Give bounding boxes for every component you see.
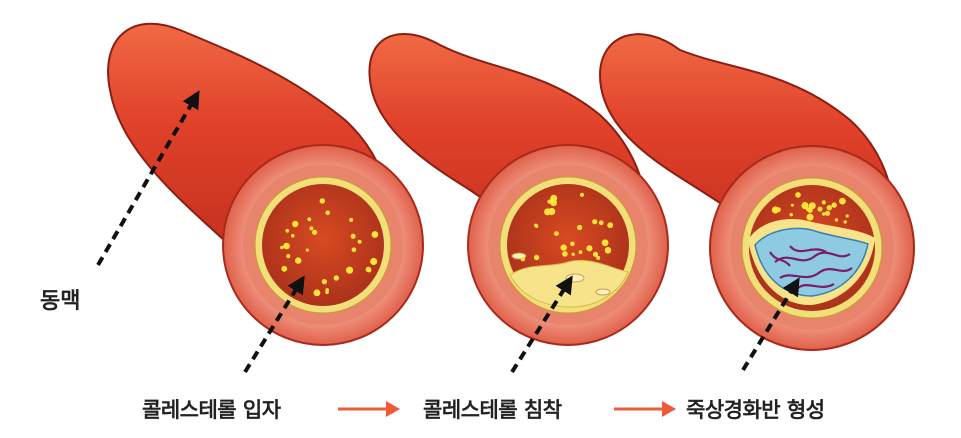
cholesterol-particle [789, 213, 793, 217]
cholesterol-particle [839, 197, 846, 205]
cholesterol-particle [307, 217, 312, 222]
artery-1 [107, 22, 424, 346]
cholesterol-particle [607, 222, 614, 229]
cholesterol-particle [578, 250, 583, 255]
cholesterol-particle [554, 231, 559, 237]
cholesterol-particle [325, 210, 331, 215]
cholesterol-particle [822, 212, 826, 216]
cholesterol-particle [292, 220, 299, 228]
cholesterol-particle [321, 279, 327, 285]
pointer-artery [96, 90, 200, 267]
cholesterol-particle [571, 252, 575, 256]
cholesterol-particle [309, 226, 314, 231]
cholesterol-particle [349, 217, 354, 222]
cholesterol-particle [295, 257, 302, 264]
cholesterol-particle [357, 239, 362, 244]
artery-3 [598, 33, 915, 351]
cholesterol-particle [831, 202, 837, 208]
cholesterol-particle [351, 247, 357, 252]
cholesterol-particle [319, 198, 325, 204]
cholesterol-particle [601, 239, 609, 247]
cholesterol-particles [280, 192, 849, 297]
artery-2 [368, 33, 669, 346]
cholesterol-particle [826, 205, 832, 211]
cholesterol-particle [560, 244, 567, 251]
cholesterol-particle [533, 254, 540, 261]
cholesterol-particle [550, 194, 558, 202]
plaque-fibers [769, 245, 853, 289]
cholesterol-particle [285, 228, 290, 233]
flow-arrow-icon [614, 401, 676, 417]
cholesterol-particle [834, 218, 839, 222]
cholesterol-particle [596, 255, 601, 260]
cholesterol-particle [821, 200, 826, 205]
cholesterol-particle [281, 265, 288, 272]
cholesterol-particle [286, 254, 291, 259]
cholesterol-particle [371, 231, 379, 238]
deposit-cell [595, 288, 611, 296]
pointer-plaque [741, 277, 800, 372]
cholesterol-particle [325, 290, 329, 295]
cholesterol-particle [598, 220, 604, 226]
cholesterol-particle [592, 251, 599, 257]
cholesterol-particle [346, 266, 354, 274]
cholesterol-particle [312, 229, 318, 235]
cholesterol-particle [771, 206, 780, 214]
cholesterol-particle [579, 192, 585, 197]
cholesterol-particle [586, 245, 593, 252]
deposit-cell [565, 273, 585, 283]
flow-arrow-icon [338, 401, 400, 417]
cholesterol-particle [333, 275, 339, 281]
step-plaque-formation: 죽상경화반 형성 [686, 398, 825, 422]
cholesterol-particle [808, 202, 816, 210]
cholesterol-particle [283, 242, 290, 250]
artery-label: 동맥 [40, 289, 81, 314]
cholesterol-particle [824, 210, 831, 216]
cholesterol-particle [845, 214, 849, 218]
cholesterol-particle [843, 220, 847, 224]
cholesterol-particle [367, 268, 372, 273]
cholesterol-particle [806, 213, 814, 221]
cholesterol-particle [795, 192, 801, 198]
cholesterol-particle [790, 203, 794, 207]
cholesterol-particle [801, 202, 809, 210]
cholesterol-particle [520, 257, 526, 262]
cholesterol-particle [604, 247, 612, 254]
cholesterol-particle [548, 207, 556, 216]
cholesterol-particle [817, 206, 823, 212]
pointer-particle [243, 275, 305, 374]
cholesterol-particle [350, 233, 356, 239]
cholesterol-particle [280, 245, 284, 250]
pointer-arrows [96, 90, 800, 374]
cholesterol-particle [562, 251, 568, 257]
cholesterol-particle [305, 248, 309, 252]
step-cholesterol-particle: 콜레스테롤 입자 [142, 398, 281, 422]
cholesterol-particle [577, 224, 583, 231]
cholesterol-particle [581, 260, 585, 264]
cholesterol-particle [534, 223, 538, 228]
cholesterol-particle [592, 219, 598, 225]
pointer-deposit [510, 275, 573, 374]
cholesterol-particle [370, 257, 378, 266]
step-cholesterol-deposit: 콜레스테롤 침착 [423, 398, 562, 422]
cholesterol-particle [291, 234, 295, 238]
cholesterol-particle [313, 289, 321, 297]
cholesterol-particle [570, 241, 575, 247]
